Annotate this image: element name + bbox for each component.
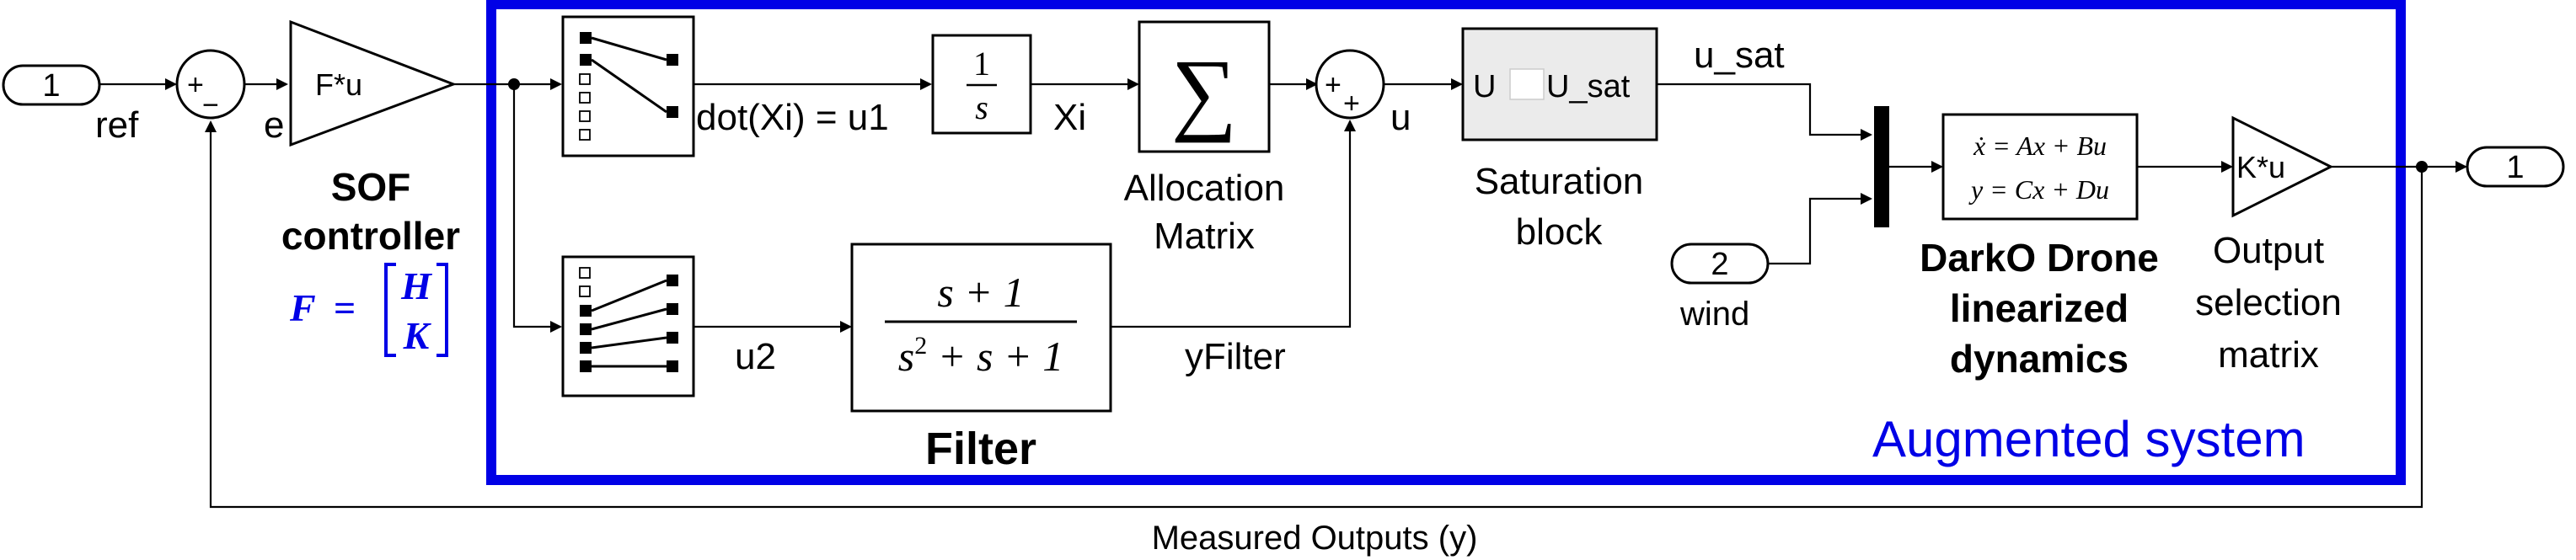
- wires: [99, 78, 2467, 509]
- filter-den-exp: 2: [914, 332, 927, 360]
- signal-yfilter-label: yFilter: [1185, 336, 1286, 377]
- sum1-minus-sign: −: [202, 89, 219, 121]
- signal-wind-label: wind: [1679, 296, 1749, 333]
- output-title-line1: Output: [2213, 230, 2324, 271]
- signal-ref-label: ref: [95, 104, 139, 146]
- sof-formula-bottom: K: [403, 314, 432, 357]
- filter-denominator: s2 + s + 1: [898, 332, 1063, 380]
- allocation-title-line2: Matrix: [1154, 216, 1255, 257]
- measured-outputs-label: Measured Outputs (y): [1152, 520, 1478, 557]
- saturation-output-label: U_sat: [1546, 69, 1631, 104]
- sum1-plus-sign: +: [187, 69, 204, 101]
- state-space-eq2: y = Cx + Du: [1968, 174, 2109, 205]
- selector-block-2[interactable]: [561, 255, 695, 397]
- output-gain-block[interactable]: K*u: [2231, 115, 2334, 218]
- outport-1-number: 1: [2506, 150, 2524, 185]
- filter-block[interactable]: s + 1 s2 + s + 1: [850, 243, 1112, 413]
- saturation-title-line2: block: [1516, 211, 1604, 253]
- sof-title-line2: controller: [281, 214, 460, 258]
- sof-formula-bracket-left: [384, 263, 396, 357]
- output-title-line3: matrix: [2218, 334, 2319, 376]
- inport-1[interactable]: 1: [2, 64, 101, 106]
- saturation-block[interactable]: U U_sat: [1461, 27, 1658, 141]
- outport-1[interactable]: 1: [2466, 146, 2565, 188]
- filter-den-rest: + s + 1: [927, 333, 1063, 380]
- branch-point-y: [2416, 161, 2428, 173]
- state-space-eq1: ẋ = Ax + Bu: [1973, 131, 2107, 161]
- inport-2-number: 2: [1711, 247, 1728, 282]
- integrator-denominator: s: [975, 88, 988, 126]
- sof-gain-block[interactable]: F*u: [289, 19, 458, 147]
- output-title-line2: selection: [2195, 282, 2342, 323]
- sum2-plus-sign-1: +: [1325, 69, 1342, 101]
- drone-title-line3: dynamics: [1950, 337, 2129, 381]
- state-space-block[interactable]: ẋ = Ax + Bu y = Cx + Du: [1941, 113, 2139, 221]
- filter-numerator: s + 1: [937, 269, 1024, 316]
- saturation-input-label: U: [1473, 69, 1496, 104]
- integrator-block[interactable]: 1 s: [931, 34, 1032, 135]
- mux-block[interactable]: [1874, 106, 1889, 227]
- sum-block-2[interactable]: + +: [1315, 49, 1385, 120]
- signal-e-label: e: [264, 104, 284, 146]
- signal-dot-xi-label: dot(Xi) = u1: [696, 97, 889, 138]
- integrator-numerator: 1: [973, 45, 990, 83]
- output-gain-expression: K*u: [2236, 150, 2285, 184]
- signal-u-label: u: [1390, 97, 1411, 138]
- sof-formula-top: H: [400, 264, 432, 307]
- sof-formula-lhs: F: [289, 286, 316, 329]
- sof-formula-eq: =: [334, 286, 356, 329]
- branch-point-u: [508, 78, 520, 90]
- allocation-title-line1: Allocation: [1124, 168, 1285, 209]
- signal-u2-label: u2: [735, 336, 776, 377]
- sof-title-line1: SOF: [331, 165, 411, 209]
- sof-formula: F = H K: [289, 263, 448, 357]
- signal-xi-label: Xi: [1053, 97, 1086, 138]
- inport-2[interactable]: 2: [1670, 243, 1770, 285]
- saturation-title-line1: Saturation: [1475, 161, 1644, 202]
- augmented-system-frame[interactable]: [486, 0, 2406, 485]
- drone-title-line1: DarkO Drone: [1920, 236, 2159, 280]
- saturation-inner-box: [1509, 68, 1545, 100]
- allocation-matrix-block[interactable]: ∑: [1138, 20, 1271, 153]
- sof-gain-expression: F*u: [315, 67, 362, 102]
- drone-title-line2: linearized: [1950, 286, 2129, 330]
- sum2-plus-sign-2: +: [1343, 88, 1360, 120]
- sum-block-1[interactable]: + −: [175, 49, 246, 121]
- inport-1-number: 1: [42, 68, 60, 104]
- augmented-system-label: Augmented system: [1872, 411, 2306, 467]
- allocation-sum-symbol: ∑: [1171, 40, 1237, 143]
- sof-formula-bracket-right: [436, 263, 448, 357]
- selector-block-1[interactable]: [561, 15, 695, 157]
- filter-title: Filter: [925, 424, 1036, 474]
- filter-den-s: s: [898, 333, 914, 380]
- signal-u-sat-label: u_sat: [1694, 35, 1785, 76]
